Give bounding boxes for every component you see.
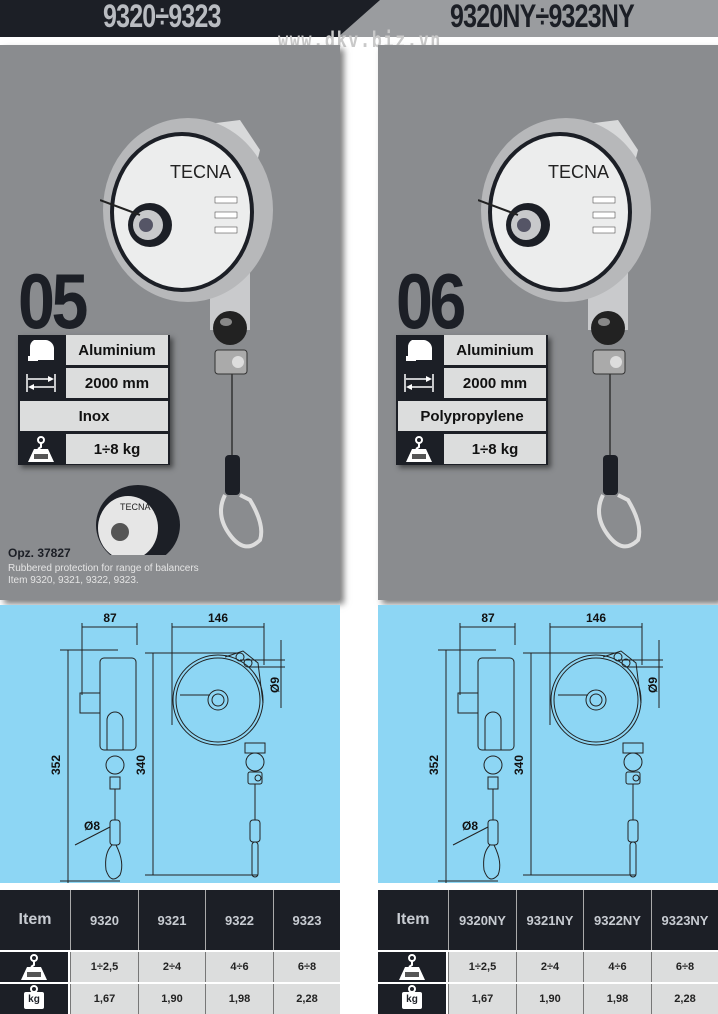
capacity-cell: 2÷4 bbox=[516, 952, 583, 982]
load-weight-icon bbox=[0, 952, 68, 982]
spec-value: 2000 mm bbox=[66, 368, 168, 398]
table-header-model: 9323 bbox=[273, 890, 340, 950]
title-left: 9320÷9323 bbox=[103, 0, 222, 34]
weight-cell: 1,98 bbox=[205, 984, 273, 1014]
balancer-photo: TECNA bbox=[478, 118, 651, 549]
dimension-height_body: 340 bbox=[134, 755, 148, 775]
spec-value: Aluminium bbox=[66, 335, 168, 365]
weight-cell: 1,67 bbox=[70, 984, 138, 1014]
capacity-cell: 4÷6 bbox=[583, 952, 651, 982]
product-number: 06 bbox=[396, 257, 466, 345]
brand-logo: TECNA bbox=[548, 162, 609, 182]
capacity-cell: 4÷6 bbox=[205, 952, 273, 982]
spec-value: 1÷8 kg bbox=[444, 434, 546, 464]
weight-cell: 1,67 bbox=[448, 984, 516, 1014]
dimension-hole: Ø9 bbox=[268, 677, 282, 693]
weight-cell: 2,28 bbox=[273, 984, 340, 1014]
spec-box: Aluminium 2000 mm Inox 1÷8 kg bbox=[18, 335, 170, 465]
housing-icon bbox=[396, 335, 442, 365]
spec-row: Inox bbox=[18, 401, 170, 432]
product-photo-panel: TECNA bbox=[378, 45, 718, 600]
header-dark-band bbox=[0, 0, 380, 37]
load-weight-icon bbox=[378, 952, 446, 982]
dimension-hole: Ø9 bbox=[646, 677, 660, 693]
table-header-model: 9322NY bbox=[583, 890, 651, 950]
spec-value: Aluminium bbox=[444, 335, 546, 365]
cable-length-icon bbox=[396, 368, 442, 398]
title-right: 9320NY÷9323NY bbox=[450, 0, 635, 34]
table-header-model: 9321NY bbox=[516, 890, 583, 950]
capacity-cell: 1÷2,5 bbox=[70, 952, 138, 982]
spec-row: 2000 mm bbox=[18, 368, 170, 399]
capacity-cell: 6÷8 bbox=[273, 952, 340, 982]
housing-icon bbox=[18, 335, 64, 365]
spec-row: 1÷8 kg bbox=[18, 434, 170, 465]
spec-box: Aluminium 2000 mm Polypropylene 1÷8 kg bbox=[396, 335, 548, 465]
table-header-item: Item bbox=[0, 890, 70, 950]
spec-row: Polypropylene bbox=[396, 401, 548, 432]
product-number: 05 bbox=[18, 257, 88, 345]
table-header-model: 9320NY bbox=[448, 890, 516, 950]
weight-cell: 1,90 bbox=[516, 984, 583, 1014]
load-weight-icon bbox=[396, 434, 442, 464]
dimension-height_total: 352 bbox=[427, 755, 441, 775]
spec-value: Inox bbox=[20, 401, 168, 431]
spec-row: Aluminium bbox=[18, 335, 170, 366]
brand-logo-small: TECNA bbox=[120, 502, 151, 512]
table-header-item: Item bbox=[378, 890, 448, 950]
balancer-photo: TECNA bbox=[100, 118, 273, 549]
table-header-model: 9321 bbox=[138, 890, 205, 950]
spec-row: 2000 mm bbox=[396, 368, 548, 399]
dimension-width: 146 bbox=[208, 611, 228, 625]
capacity-cell: 2÷4 bbox=[138, 952, 205, 982]
rubber-protection-photo: TECNA bbox=[96, 485, 180, 555]
spec-value: Polypropylene bbox=[398, 401, 546, 431]
kg-weight-icon: kg bbox=[0, 984, 68, 1014]
capacity-cell: 1÷2,5 bbox=[448, 952, 516, 982]
table-header-model: 9322 bbox=[205, 890, 273, 950]
product-column: TECNA 06 Aluminium 2000 mm Polypropylene… bbox=[378, 0, 718, 1014]
brand-logo: TECNA bbox=[170, 162, 231, 182]
table-header-model: 9323NY bbox=[651, 890, 718, 950]
kg-weight-icon: kg bbox=[378, 984, 446, 1014]
dimension-hook: Ø8 bbox=[84, 819, 100, 833]
load-weight-icon bbox=[18, 434, 64, 464]
product-column: TECNA 05 Aluminium 2000 mm Inox 1÷8 kg T… bbox=[0, 0, 340, 1014]
table-header-model: 9320 bbox=[70, 890, 138, 950]
dimension-height_total: 352 bbox=[49, 755, 63, 775]
cable-length-icon bbox=[18, 368, 64, 398]
option-description: Rubbered protection for range of balance… bbox=[8, 563, 199, 586]
weight-cell: 1,90 bbox=[138, 984, 205, 1014]
option-title: Opz. 37827 bbox=[8, 546, 71, 560]
weight-cell: 1,98 bbox=[583, 984, 651, 1014]
dimension-height_body: 340 bbox=[512, 755, 526, 775]
spec-row: 1÷8 kg bbox=[396, 434, 548, 465]
dimension-hook: Ø8 bbox=[462, 819, 478, 833]
spec-value: 2000 mm bbox=[444, 368, 546, 398]
dimension-width: 146 bbox=[586, 611, 606, 625]
spec-row: Aluminium bbox=[396, 335, 548, 366]
spec-value: 1÷8 kg bbox=[66, 434, 168, 464]
dimension-depth: 87 bbox=[481, 611, 495, 625]
weight-cell: 2,28 bbox=[651, 984, 718, 1014]
capacity-cell: 6÷8 bbox=[651, 952, 718, 982]
dimension-depth: 87 bbox=[103, 611, 117, 625]
